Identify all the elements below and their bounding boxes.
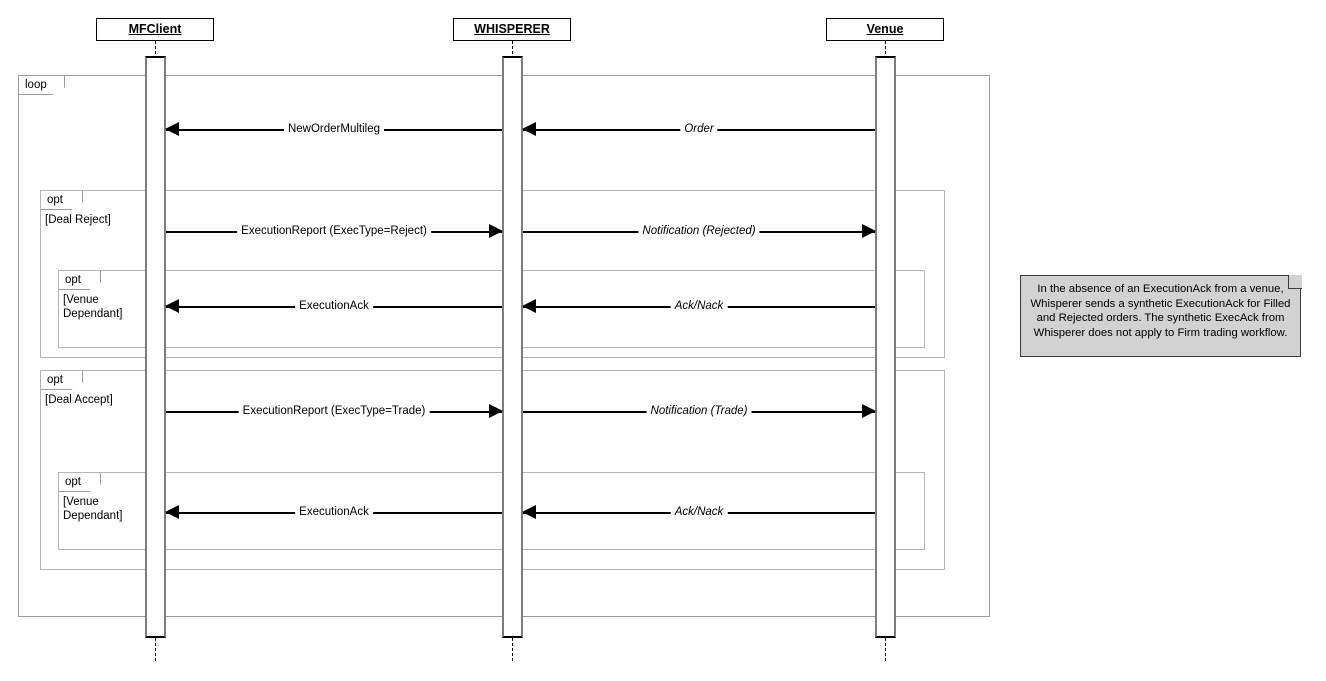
lifeline-header-label: WHISPERER	[474, 22, 550, 36]
arrowhead-left-icon	[522, 122, 536, 136]
activation-bar-mfclient	[145, 56, 166, 638]
arrowhead-left-icon	[165, 505, 179, 519]
message-notification-rejected[interactable]: Notification (Rejected)	[523, 221, 876, 242]
lifeline-header-label: Venue	[866, 22, 904, 36]
message-label: Notification (Trade)	[646, 401, 752, 421]
lifeline-header-mfclient[interactable]: MFClient	[96, 18, 214, 41]
message-acknack-1[interactable]: Ack/Nack	[522, 296, 875, 317]
fragment-operator: opt	[65, 476, 81, 488]
fragment-opt-deal-reject[interactable]: opt [Deal Reject]	[40, 190, 945, 358]
message-acknack-2[interactable]: Ack/Nack	[522, 502, 875, 523]
fragment-opt-venue-dependant-2[interactable]: opt [Venue Dependant]	[58, 472, 925, 550]
fragment-operator: opt	[47, 374, 63, 386]
fragment-opt-deal-accept-tab: opt	[41, 371, 83, 390]
note-synthetic-execack[interactable]: In the absence of an ExecutionAck from a…	[1020, 275, 1301, 357]
arrowhead-right-icon	[489, 224, 503, 238]
arrowhead-right-icon	[862, 224, 876, 238]
message-order[interactable]: Order	[522, 119, 875, 140]
activation-bar-whisperer	[502, 56, 523, 638]
lifeline-header-whisperer[interactable]: WHISPERER	[453, 18, 571, 41]
fragment-loop-tab: loop	[19, 76, 65, 95]
message-executionreport-trade[interactable]: ExecutionReport (ExecType=Trade)	[166, 401, 503, 422]
arrowhead-right-icon	[862, 404, 876, 418]
arrowhead-left-icon	[522, 505, 536, 519]
fragment-loop-operator: loop	[25, 79, 47, 91]
fragment-opt-venue-dependant-1-tab: opt	[59, 271, 101, 290]
arrowhead-left-icon	[165, 299, 179, 313]
fragment-opt-venue-dependant-2-tab: opt	[59, 473, 101, 492]
lifeline-header-label: MFClient	[128, 22, 182, 36]
fragment-opt-venue-dependant-1-guard: [Venue Dependant]	[63, 294, 123, 320]
fragment-operator: opt	[47, 194, 63, 206]
activation-bar-venue	[875, 56, 896, 638]
fragment-opt-venue-dependant-1[interactable]: opt [Venue Dependant]	[58, 270, 925, 348]
note-fold-corner-icon	[1288, 275, 1302, 289]
message-label: NewOrderMultileg	[283, 119, 385, 139]
message-label: Notification (Rejected)	[638, 221, 760, 241]
message-label: ExecutionReport (ExecType=Trade)	[238, 401, 430, 421]
note-text: In the absence of an ExecutionAck from a…	[1030, 283, 1291, 339]
message-label: Order	[680, 119, 718, 139]
lifeline-header-venue[interactable]: Venue	[826, 18, 944, 41]
message-executionack-1[interactable]: ExecutionAck	[165, 296, 502, 317]
fragment-opt-venue-dependant-2-guard: [Venue Dependant]	[63, 496, 123, 522]
arrowhead-right-icon	[489, 404, 503, 418]
message-newordermultileg[interactable]: NewOrderMultileg	[165, 119, 502, 140]
arrowhead-left-icon	[165, 122, 179, 136]
message-label: Ack/Nack	[670, 502, 728, 522]
fragment-opt-deal-reject-tab: opt	[41, 191, 83, 210]
message-label: ExecutionReport (ExecType=Reject)	[237, 221, 431, 241]
arrowhead-left-icon	[522, 299, 536, 313]
message-label: ExecutionAck	[295, 502, 373, 522]
message-label: Ack/Nack	[670, 296, 728, 316]
fragment-operator: opt	[65, 274, 81, 286]
fragment-opt-deal-reject-guard: [Deal Reject]	[45, 214, 111, 226]
message-executionack-2[interactable]: ExecutionAck	[165, 502, 502, 523]
fragment-opt-deal-accept[interactable]: opt [Deal Accept]	[40, 370, 945, 570]
fragment-opt-deal-accept-guard: [Deal Accept]	[45, 394, 113, 406]
message-notification-trade[interactable]: Notification (Trade)	[523, 401, 876, 422]
message-executionreport-reject[interactable]: ExecutionReport (ExecType=Reject)	[166, 221, 503, 242]
message-label: ExecutionAck	[295, 296, 373, 316]
